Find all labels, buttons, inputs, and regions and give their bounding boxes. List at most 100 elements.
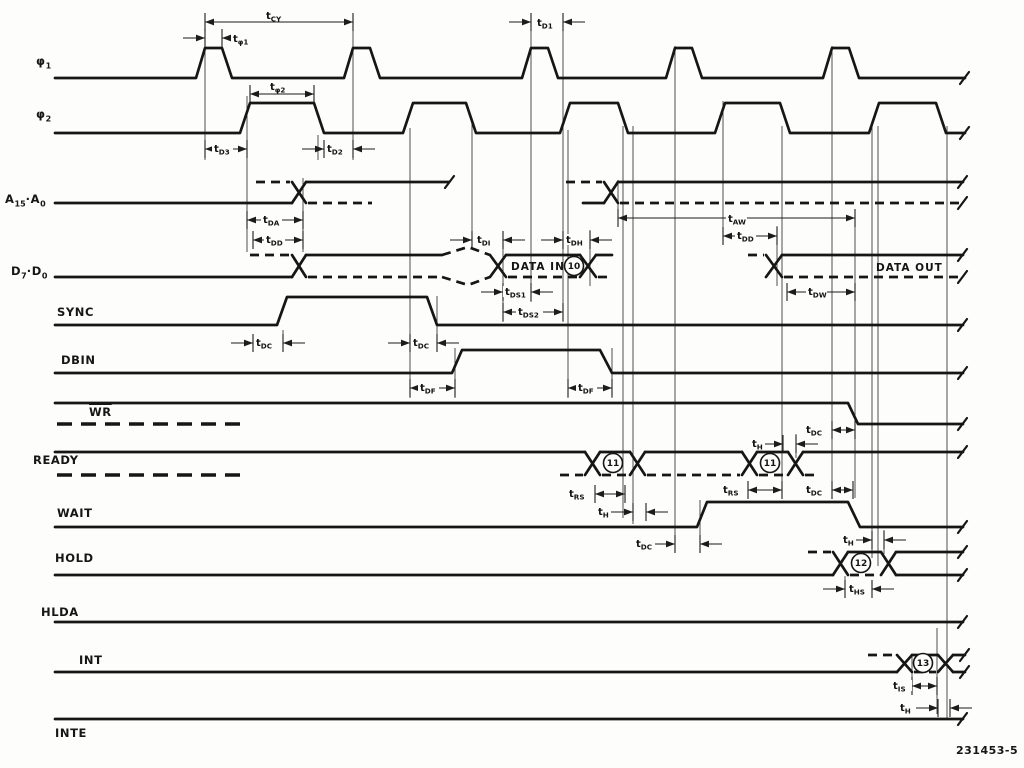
- dbin-trace: [53, 348, 965, 375]
- line-end-tick: [956, 247, 969, 263]
- signal-label-phi2: φ2: [36, 107, 52, 124]
- timing-parameter-label: tDW: [808, 287, 827, 300]
- note-circle: [850, 552, 872, 574]
- timing-parameter-label: tH: [843, 535, 854, 548]
- line-end-tick: [443, 174, 456, 190]
- arrowhead-icon: [205, 18, 214, 26]
- timing-parameter-label: tDF: [578, 383, 594, 396]
- note-circle: [912, 652, 934, 674]
- label-backing: [634, 538, 655, 549]
- timing-parameter-label: tDF: [420, 383, 436, 396]
- arrowhead-icon: [846, 214, 855, 222]
- abus-x2b: [602, 180, 620, 205]
- line-end-tick: [958, 647, 971, 663]
- label-backing: [576, 382, 597, 393]
- signal-label-dbin: DBIN: [61, 353, 96, 367]
- arrowhead-icon: [748, 486, 757, 494]
- label-backing: [841, 534, 856, 545]
- line-end-tick: [956, 365, 969, 381]
- signal-label-sync: SYNC: [57, 305, 95, 319]
- note-number: 10: [568, 262, 581, 272]
- timing-parameter-label: tAW: [728, 214, 746, 227]
- arrowhead-icon: [568, 384, 577, 392]
- arrowhead-icon: [250, 90, 259, 98]
- arrowhead-icon: [603, 384, 612, 392]
- label-backing: [212, 143, 233, 154]
- arrowhead-icon: [884, 536, 893, 544]
- arrowhead-icon: [844, 486, 853, 494]
- note-circle: [563, 255, 585, 277]
- arrowhead-icon: [247, 216, 256, 224]
- dbus-x1b: [290, 253, 308, 279]
- int-x1b: [895, 653, 914, 674]
- ready-x1b: [583, 450, 602, 477]
- label-backing: [325, 143, 346, 154]
- arrowhead-icon: [590, 236, 599, 244]
- sync-trace: [53, 295, 965, 327]
- timing-parameter-label: tDC: [636, 539, 652, 552]
- arrowhead-icon: [437, 339, 446, 347]
- line-end-tick: [958, 70, 971, 86]
- arrowhead-icon: [666, 540, 675, 548]
- line-end-tick: [956, 416, 969, 432]
- arrowhead-icon: [950, 704, 959, 712]
- timing-parameter-label: tφ2: [270, 82, 285, 95]
- label-backing: [516, 306, 543, 317]
- line-end-tick: [956, 317, 969, 333]
- arrowhead-icon: [238, 145, 247, 153]
- signal-label-int: INT: [79, 653, 103, 667]
- note-number: 11: [607, 459, 620, 469]
- timing-parameter-label: tDC: [806, 425, 822, 438]
- int-x2b: [936, 653, 955, 674]
- signal-label-phi1: φ1: [36, 54, 52, 71]
- arrowhead-icon: [700, 540, 709, 548]
- arrowhead-icon: [353, 145, 362, 153]
- phi2-trace: [53, 101, 967, 135]
- signal-label-hlda: HLDA: [41, 605, 79, 619]
- timing-parameter-label: tDH: [566, 235, 583, 248]
- arrowhead-icon: [832, 486, 841, 494]
- label-backing: [750, 438, 765, 449]
- line-end-tick: [956, 195, 969, 211]
- ready-x2b: [628, 450, 647, 477]
- phi1-trace: [53, 46, 967, 80]
- timing-parameter-label: tD1: [537, 18, 553, 31]
- figure-number: 231453-5: [956, 744, 1019, 757]
- line-end-tick: [956, 269, 969, 285]
- line-end-tick: [958, 664, 971, 680]
- arrowhead-icon: [283, 339, 292, 347]
- line-end-tick: [956, 444, 969, 460]
- label-backing: [804, 424, 825, 435]
- signal-label-d-bus: D7·D0: [11, 264, 48, 281]
- timing-parameter-label: tH: [752, 439, 763, 452]
- arrowhead-icon: [774, 440, 783, 448]
- label-backing: [254, 337, 275, 348]
- signal-label-wait: WAIT: [57, 506, 93, 520]
- arrowhead-icon: [305, 90, 314, 98]
- label-backing: [268, 81, 289, 92]
- dbus-x4b: [764, 253, 784, 279]
- arrowhead-icon: [846, 426, 855, 434]
- label-backing: [567, 488, 588, 499]
- arrowhead-icon: [846, 288, 855, 296]
- arrowhead-icon: [244, 339, 253, 347]
- dbus-eye-bottom: [441, 275, 491, 287]
- label-backing: [264, 234, 285, 245]
- timing-parameter-label: tIS: [893, 681, 906, 694]
- label-backing: [535, 17, 556, 28]
- signal-label-hold: HOLD: [55, 551, 94, 565]
- line-end-tick: [958, 125, 971, 141]
- note-circle: [602, 452, 624, 474]
- timing-parameter-label: tDD: [266, 235, 283, 248]
- arrowhead-icon: [646, 508, 655, 516]
- timing-parameter-label: tH: [598, 507, 609, 520]
- arrowhead-icon: [463, 236, 472, 244]
- signal-label-wr: WR: [89, 405, 112, 419]
- bus-value-label: DATA OUT: [876, 262, 943, 274]
- arrowhead-icon: [912, 682, 921, 690]
- timing-parameter-label: tφ1: [233, 34, 248, 47]
- line-end-tick: [956, 711, 969, 727]
- dbus-eye-top: [441, 245, 491, 257]
- timing-parameter-label: tDC: [413, 338, 429, 351]
